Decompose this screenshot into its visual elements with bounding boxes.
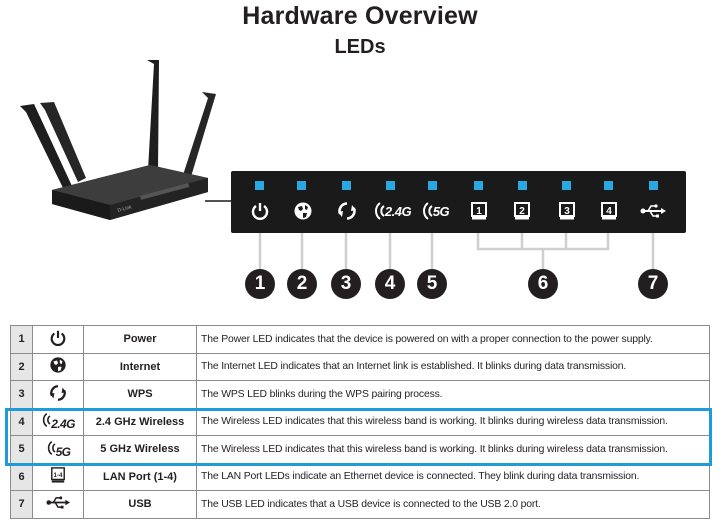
- power-icon: [32, 325, 84, 354]
- row-number: 6: [10, 462, 33, 491]
- table-row: 3 WPS The WPS LED blinks during the WPS …: [10, 380, 710, 409]
- callout-badge: 1: [245, 269, 275, 299]
- led-indicator: [342, 181, 351, 190]
- router-brand: D-Link: [117, 204, 133, 214]
- usb-icon: [32, 490, 84, 519]
- lan-port-4-icon: 4: [599, 200, 619, 222]
- lan-port-3-icon: 3: [557, 200, 577, 222]
- led-indicator: [518, 181, 527, 190]
- globe-icon: [32, 352, 84, 381]
- led-name: LAN Port (1-4): [83, 462, 197, 491]
- page-subtitle: LEDs: [334, 36, 386, 58]
- table-row: 5 5G 5 GHz Wireless The Wireless LED ind…: [10, 435, 710, 464]
- wireless-5-icon: 5G: [32, 435, 84, 464]
- callout-badge: 2: [287, 269, 317, 299]
- led-name: USB: [83, 490, 197, 519]
- lan-port-icon: 1-4: [32, 462, 84, 491]
- svg-text:3: 3: [564, 206, 570, 217]
- wireless-rows-highlight: [5, 408, 712, 466]
- led-description: The LAN Port LEDs indicate an Ethernet d…: [196, 462, 710, 491]
- callout-badge: 4: [375, 269, 405, 299]
- led-description: The WPS LED blinks during the WPS pairin…: [196, 380, 710, 409]
- led-description: The Internet LED indicates that an Inter…: [196, 352, 710, 381]
- usb-icon: [639, 200, 667, 222]
- led-name: 5 GHz Wireless: [83, 435, 197, 464]
- row-number: 5: [10, 435, 33, 464]
- power-icon: [249, 200, 271, 222]
- led-indicator: [604, 181, 613, 190]
- led-indicator: [255, 181, 264, 190]
- lan-port-1-icon: 1: [469, 200, 489, 222]
- callout-badge: 3: [331, 269, 361, 299]
- led-indicator: [386, 181, 395, 190]
- callout-badge: 7: [638, 269, 668, 299]
- led-indicator: [297, 181, 306, 190]
- lan-port-2-icon: 2: [512, 200, 532, 222]
- wireless-24-icon: 2.4G: [372, 200, 412, 222]
- svg-text:4: 4: [606, 206, 612, 217]
- led-description: The USB LED indicates that a USB device …: [196, 490, 710, 519]
- globe-icon: [292, 200, 314, 222]
- led-description: The Power LED indicates that the device …: [196, 325, 710, 354]
- row-number: 2: [10, 352, 33, 381]
- page-title: Hardware Overview: [242, 2, 478, 30]
- row-number: 3: [10, 380, 33, 409]
- table-row: 2 Internet The Internet LED indicates th…: [10, 352, 710, 381]
- row-number: 1: [10, 325, 33, 354]
- callout-badge: 5: [417, 269, 447, 299]
- led-name: Internet: [83, 352, 197, 381]
- wireless-24-icon: 2.4G: [32, 407, 84, 436]
- wireless-5-icon: 5G: [420, 200, 450, 222]
- router-illustration: D-Link: [20, 60, 231, 220]
- row-number: 7: [10, 490, 33, 519]
- led-indicator: [649, 181, 658, 190]
- callout-badge: 6: [528, 269, 558, 299]
- led-indicator: [562, 181, 571, 190]
- led-name: Power: [83, 325, 197, 354]
- table-row: 7 USB The USB LED indicates that a USB d…: [10, 490, 710, 519]
- led-indicator: [474, 181, 483, 190]
- table-row: 1 Power The Power LED indicates that the…: [10, 325, 710, 354]
- svg-text:1-4: 1-4: [54, 472, 64, 479]
- wps-icon: [336, 200, 358, 222]
- callout-lines: [258, 233, 655, 269]
- svg-text:2: 2: [519, 206, 525, 217]
- led-name: WPS: [83, 380, 197, 409]
- led-indicator: [428, 181, 437, 190]
- wps-icon: [32, 380, 84, 409]
- svg-text:1: 1: [476, 206, 482, 217]
- table-row: 6 1-4 LAN Port (1-4) The LAN Port LEDs i…: [10, 462, 710, 491]
